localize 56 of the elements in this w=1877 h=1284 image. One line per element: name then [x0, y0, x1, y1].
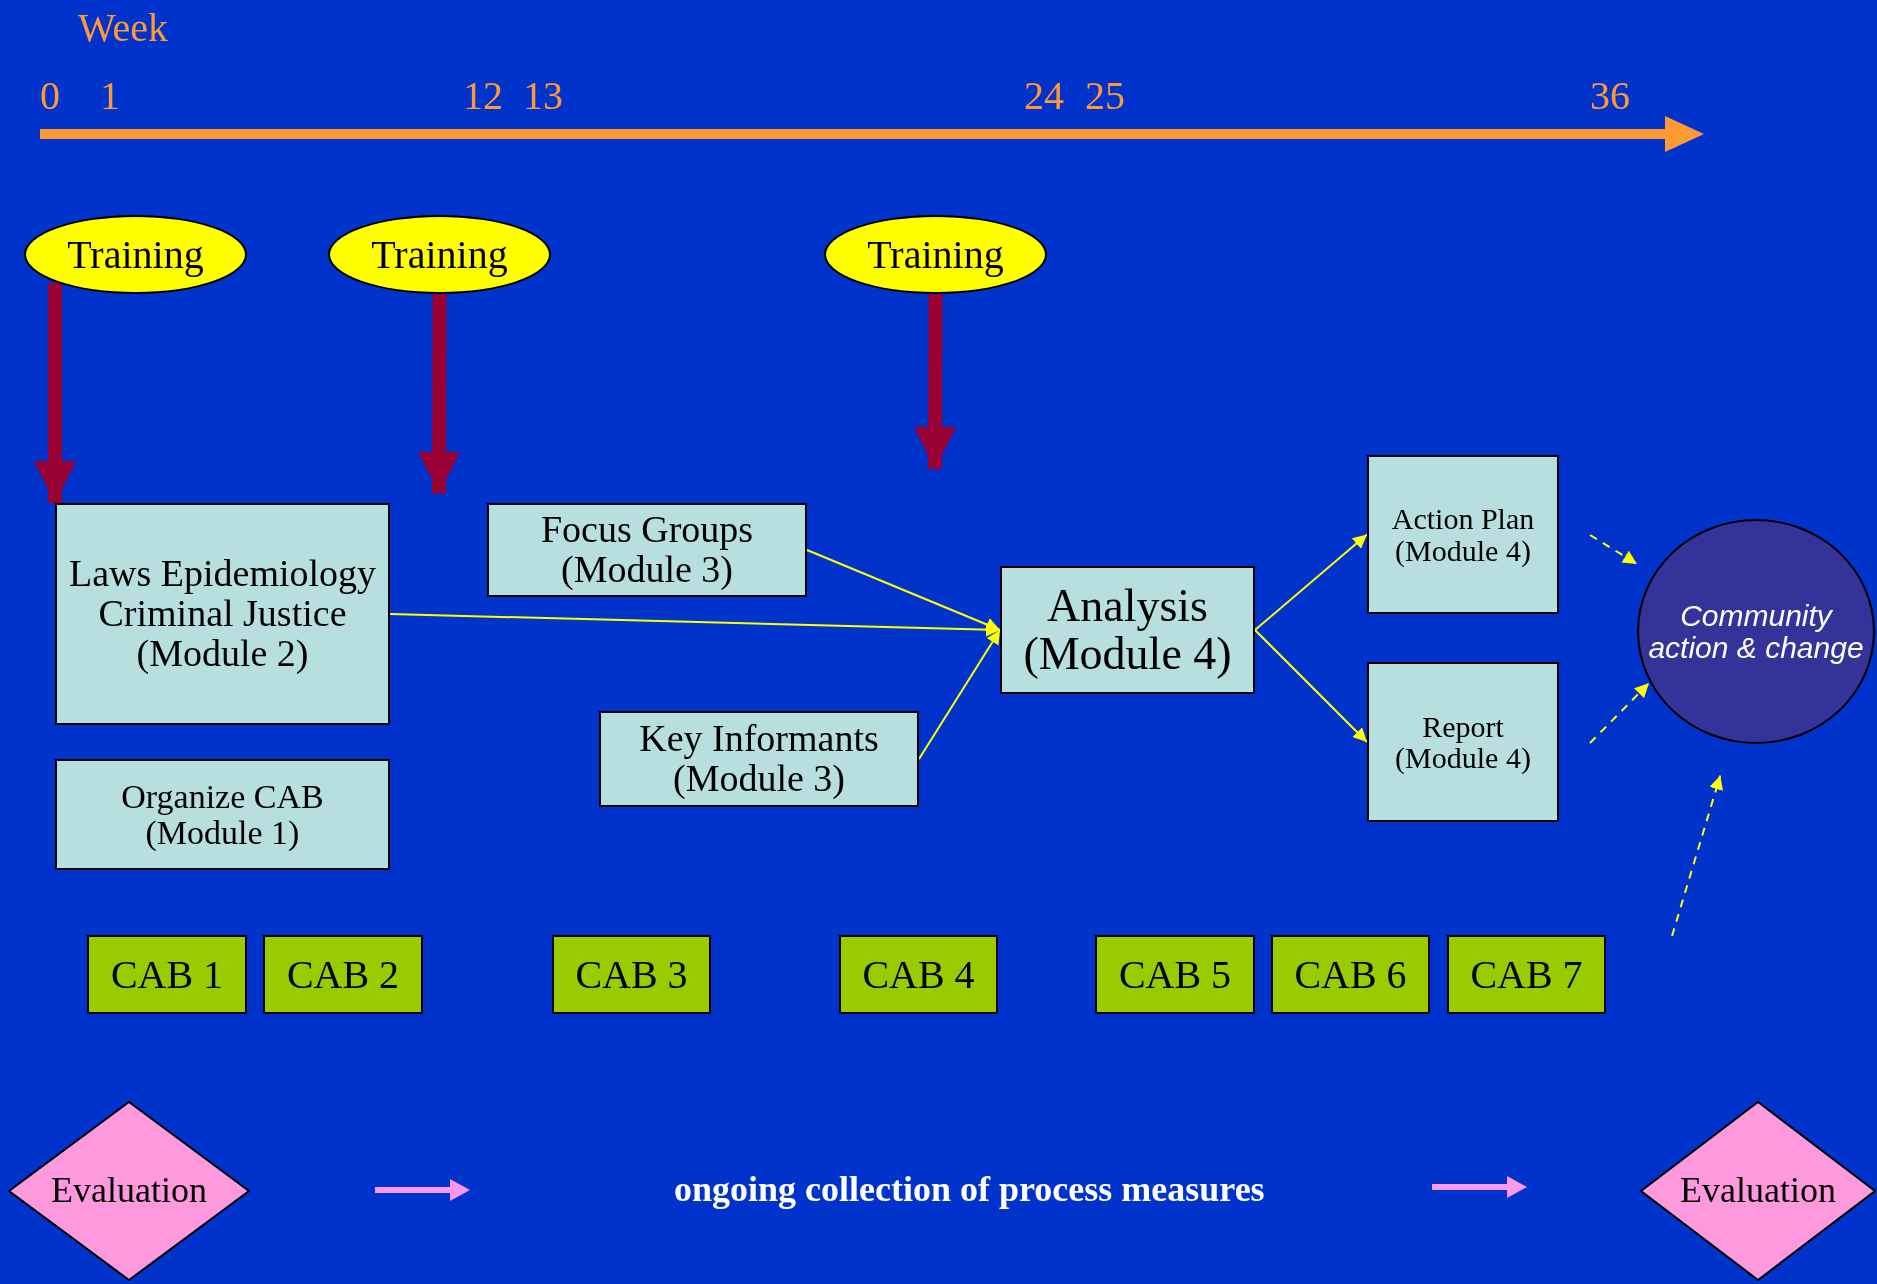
- axis-title: Week: [78, 4, 169, 51]
- process-note: ongoing collection of process measures: [674, 1168, 1265, 1210]
- node-text: Analysis (Module 4): [1022, 581, 1233, 679]
- arrow: [914, 293, 957, 470]
- meeting-box: [839, 935, 998, 1014]
- arrow: [1589, 534, 1638, 565]
- node-text: Organize CAB (Module 1): [120, 778, 325, 851]
- node-text: CAB 7: [1469, 953, 1584, 996]
- node-text: Evaluation: [50, 1172, 208, 1210]
- meeting-box: [1271, 935, 1430, 1014]
- node-text: Training: [66, 233, 205, 276]
- node-text: Laws Epidemiology Criminal Justice (Module 2): [67, 554, 378, 674]
- tick-label: 36: [1590, 72, 1630, 119]
- node-text: CAB 4: [861, 953, 976, 996]
- arrow: [34, 282, 76, 503]
- evaluation-diamond: [1640, 1101, 1876, 1281]
- arrow: [1589, 682, 1650, 744]
- meeting-box: [1095, 935, 1255, 1014]
- node-text: CAB 2: [285, 953, 401, 996]
- tick-label: 25: [1085, 72, 1125, 119]
- meeting-box: [87, 935, 247, 1014]
- meeting-box: [552, 935, 711, 1014]
- meeting-box: [263, 935, 423, 1014]
- node-text: Evaluation: [1679, 1172, 1837, 1210]
- process-box: [55, 759, 390, 870]
- node-text: Action Plan (Module 4): [1390, 503, 1536, 566]
- node-text: Focus Groups (Module 3): [539, 510, 755, 590]
- arrow: [806, 549, 1001, 632]
- arrow: [1254, 629, 1368, 743]
- arrow: [1671, 774, 1723, 937]
- arrow: [918, 629, 1001, 760]
- tick-label: 1: [100, 72, 120, 119]
- node-text: Report (Module 4): [1394, 710, 1532, 774]
- node-text: CAB 6: [1293, 953, 1408, 996]
- node-text: Community action & change: [1647, 600, 1865, 663]
- tick-label: 13: [523, 72, 563, 119]
- node-text: CAB 1: [109, 953, 225, 996]
- tick-label: 12: [463, 72, 503, 119]
- process-box: [55, 503, 390, 725]
- node-text: Key Informants (Module 3): [638, 719, 880, 799]
- process-box: [1000, 566, 1255, 694]
- node-text: CAB 3: [574, 953, 689, 996]
- tick-label: 0: [40, 72, 60, 119]
- process-box: [1367, 455, 1559, 614]
- node-text: CAB 5: [1117, 953, 1233, 996]
- arrow: [418, 293, 461, 494]
- process-box: [599, 711, 919, 807]
- arrow: [389, 613, 1001, 637]
- tick-label: 24: [1024, 72, 1064, 119]
- process-box: [1367, 662, 1559, 822]
- process-box: [487, 503, 807, 597]
- node-text: Training: [866, 233, 1005, 276]
- meeting-box: [1447, 935, 1606, 1014]
- arrow: [1254, 533, 1368, 631]
- evaluation-diamond: [8, 1101, 250, 1281]
- node-text: Training: [370, 233, 509, 276]
